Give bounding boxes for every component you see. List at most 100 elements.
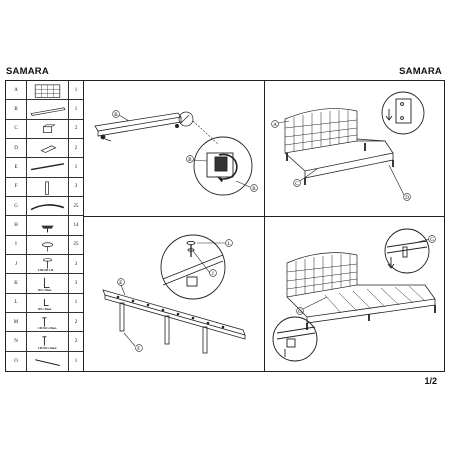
- callout-g-top-label: G: [430, 238, 434, 243]
- callout-b-bottom-label: B: [252, 187, 256, 192]
- part-letter: N: [6, 332, 27, 351]
- callout-b-top: [112, 110, 130, 122]
- part-row: G 25: [6, 197, 83, 217]
- bolt-icon: [27, 313, 68, 331]
- callout-d-label: D: [405, 196, 409, 201]
- bolt-nut-icon: [27, 255, 68, 273]
- part-row: J 3 8 M6 M4 S M: [6, 255, 83, 275]
- callout-g-bottom-label: G: [298, 310, 302, 315]
- part-letter: E: [6, 158, 27, 177]
- bed-frame-drawing: [284, 138, 394, 185]
- part-quantity: 1: [68, 158, 83, 177]
- magnify-detail-circle: [193, 136, 253, 196]
- legs-drawing: [119, 302, 208, 354]
- step-3-drawing: E F L J: [102, 234, 246, 354]
- callout-a: [271, 120, 290, 128]
- part-row: L 1 M5 x 45mm: [6, 293, 83, 313]
- callout-b-left-label: B: [188, 158, 192, 163]
- part-quantity: 2: [68, 119, 83, 138]
- step-panel-1: B B B: [83, 81, 265, 217]
- part-letter: K: [6, 274, 27, 293]
- side-rail-drawing: [94, 112, 182, 142]
- part-letter: A: [6, 81, 27, 100]
- callout-d: [388, 164, 411, 201]
- magnify-slat-holder-top: [384, 228, 430, 274]
- callout-l: [197, 239, 233, 247]
- magnify-corner-circle: [381, 91, 425, 135]
- bracket-block-icon: [27, 120, 68, 138]
- callout-a-label: A: [273, 123, 277, 128]
- part-letter: D: [6, 139, 27, 158]
- callout-f: [123, 332, 143, 352]
- bed-frame-with-slats: [286, 284, 436, 330]
- allen-key-small-icon: [27, 294, 68, 312]
- part-quantity: 3: [68, 274, 83, 293]
- side-rail-icon: [27, 100, 68, 118]
- corner-plate-icon: [27, 139, 68, 157]
- part-letter: H: [6, 216, 27, 235]
- step-2-drawing: A C D: [271, 91, 425, 201]
- part-spec: M5 x 45mm: [38, 307, 52, 311]
- callout-g-top: [414, 235, 436, 244]
- center-bar-drawing: [102, 289, 246, 340]
- slat-cap-icon: [27, 236, 68, 254]
- part-letter: G: [6, 197, 27, 216]
- part-letter: O: [6, 351, 27, 371]
- part-letter: J: [6, 255, 27, 274]
- headboard-grid-icon: [27, 81, 68, 99]
- part-row: H 14: [6, 216, 83, 236]
- callout-c: [293, 168, 318, 187]
- magnify-bracket-circle: [160, 234, 226, 300]
- part-quantity: 1: [68, 100, 83, 119]
- part-letter: M: [6, 313, 27, 332]
- slat-holder-icon: [27, 216, 68, 234]
- part-letter: L: [6, 293, 27, 312]
- step-panel-4: G G: [265, 217, 444, 371]
- part-letter: F: [6, 177, 27, 196]
- step-1-drawing: B B B: [94, 110, 258, 196]
- part-row: K 3 M5 x 70mm: [6, 274, 83, 294]
- part-quantity: 14: [68, 216, 83, 235]
- product-title-right: SAMARA: [399, 66, 442, 77]
- callout-e-label: E: [119, 281, 122, 286]
- part-quantity: 25: [68, 197, 83, 216]
- callout-j-label: J: [212, 272, 214, 277]
- part-quantity: 2: [68, 139, 83, 158]
- screwdriver-icon: [27, 352, 68, 371]
- part-quantity: 2: [68, 332, 83, 351]
- magnify-slat-holder-bottom: [272, 316, 318, 362]
- product-title-left: SAMARA: [6, 66, 49, 77]
- part-letter: C: [6, 119, 27, 138]
- part-spec: C06 M4 x 25mm: [38, 327, 57, 331]
- part-quantity: 1: [68, 293, 83, 312]
- part-spec: C06 M4 x 32mm: [38, 346, 57, 350]
- headboard-drawing: [284, 108, 358, 154]
- callout-e: [117, 278, 126, 296]
- part-letter: B: [6, 100, 27, 119]
- part-quantity: 3: [68, 255, 83, 274]
- part-spec: 8 M6 M4 S M: [38, 269, 54, 273]
- magnify-lens-right: [178, 111, 194, 127]
- callout-b-left: [186, 155, 208, 163]
- callout-f-label: F: [137, 347, 140, 352]
- step-panel-3: E F L J: [83, 217, 265, 371]
- page-number: 1/2: [424, 376, 437, 386]
- long-bar-icon: [27, 158, 68, 176]
- part-spec: M5 x 70mm: [38, 288, 52, 292]
- part-quantity: 2: [68, 313, 83, 332]
- callout-b-bottom: [235, 180, 258, 192]
- part-letter: I: [6, 235, 27, 254]
- callout-j: [192, 250, 217, 277]
- step-panel-2: A C D: [265, 81, 444, 217]
- callout-g-bottom: [296, 296, 328, 315]
- bolt-icon: [27, 332, 68, 350]
